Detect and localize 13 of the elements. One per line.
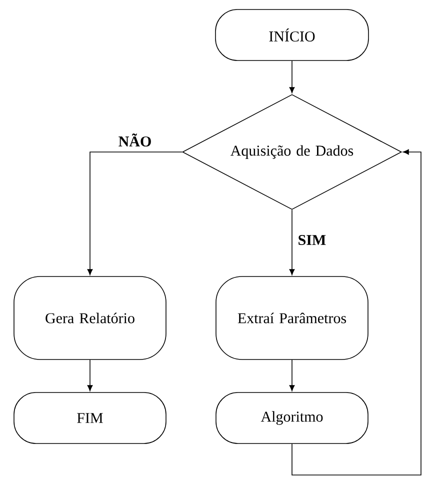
process-box: Extraí Parâmetros: [216, 276, 368, 360]
arrow: [289, 360, 295, 392]
terminal-box: INÍCIO: [215, 9, 369, 61]
arrow: [87, 360, 93, 392]
terminal-box: Algoritmo: [216, 392, 368, 444]
arrow: [289, 210, 295, 276]
edge-label: SIM: [296, 234, 328, 246]
arrow: [289, 60, 295, 94]
arrow: [87, 152, 182, 276]
process-box: Gera Relatório: [14, 276, 166, 360]
edge-label: NÃO: [117, 132, 153, 148]
terminal-box: FIM: [14, 392, 166, 444]
arrow: [292, 149, 422, 476]
